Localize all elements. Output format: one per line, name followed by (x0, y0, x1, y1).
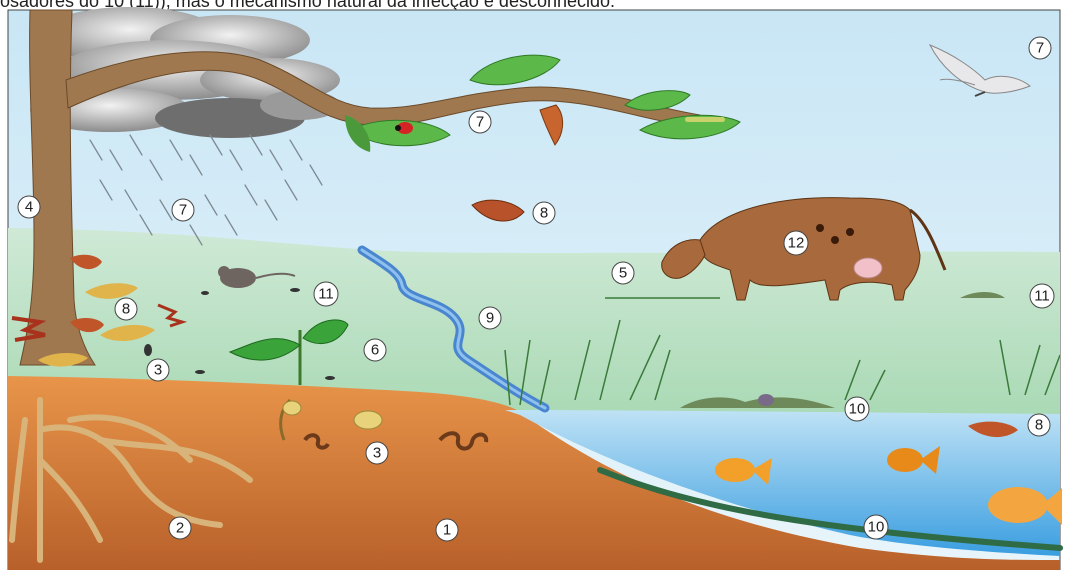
svg-text:3: 3 (373, 445, 381, 462)
svg-text:2: 2 (176, 520, 184, 537)
svg-text:9: 9 (486, 310, 494, 327)
svg-text:11: 11 (318, 286, 334, 303)
svg-text:8: 8 (540, 205, 548, 222)
label-right-animal: 11 (1030, 284, 1054, 308)
rain-cloud (30, 7, 340, 138)
svg-text:8: 8 (1035, 417, 1043, 434)
label-branch-leaves: 7 (469, 111, 491, 133)
svg-text:10: 10 (868, 519, 885, 536)
svg-text:6: 6 (371, 342, 379, 359)
svg-text:10: 10 (849, 401, 866, 418)
label-water-leaf: 8 (1028, 414, 1050, 436)
label-rain: 7 (172, 199, 194, 221)
label-rodent: 11 (314, 282, 338, 306)
label-pond-bank: 10 (845, 397, 869, 421)
label-soil: 1 (436, 519, 458, 541)
svg-text:11: 11 (1034, 288, 1050, 305)
label-soil-seed: 3 (366, 442, 388, 464)
caterpillar-icon (685, 117, 725, 122)
svg-text:8: 8 (122, 301, 130, 318)
label-fallen-leaves: 8 (115, 298, 137, 320)
svg-text:5: 5 (619, 265, 627, 282)
label-stream: 9 (479, 307, 501, 329)
label-cow: 12 (784, 231, 808, 255)
label-young-plant: 6 (364, 339, 386, 361)
svg-text:3: 3 (154, 362, 162, 379)
label-bird: 7 (1029, 37, 1051, 59)
label-pond-bottom: 10 (864, 515, 888, 539)
svg-text:4: 4 (25, 199, 33, 216)
label-ground-insects: 3 (147, 359, 169, 381)
svg-text:7: 7 (476, 114, 484, 131)
svg-text:7: 7 (179, 202, 187, 219)
svg-text:7: 7 (1036, 40, 1044, 57)
label-flying-leaf: 8 (533, 202, 555, 224)
svg-text:1: 1 (443, 522, 451, 539)
label-roots: 2 (169, 517, 191, 539)
label-tree-trunk: 4 (18, 196, 40, 218)
svg-text:12: 12 (788, 235, 805, 252)
label-grass-under-cow: 5 (612, 262, 634, 284)
